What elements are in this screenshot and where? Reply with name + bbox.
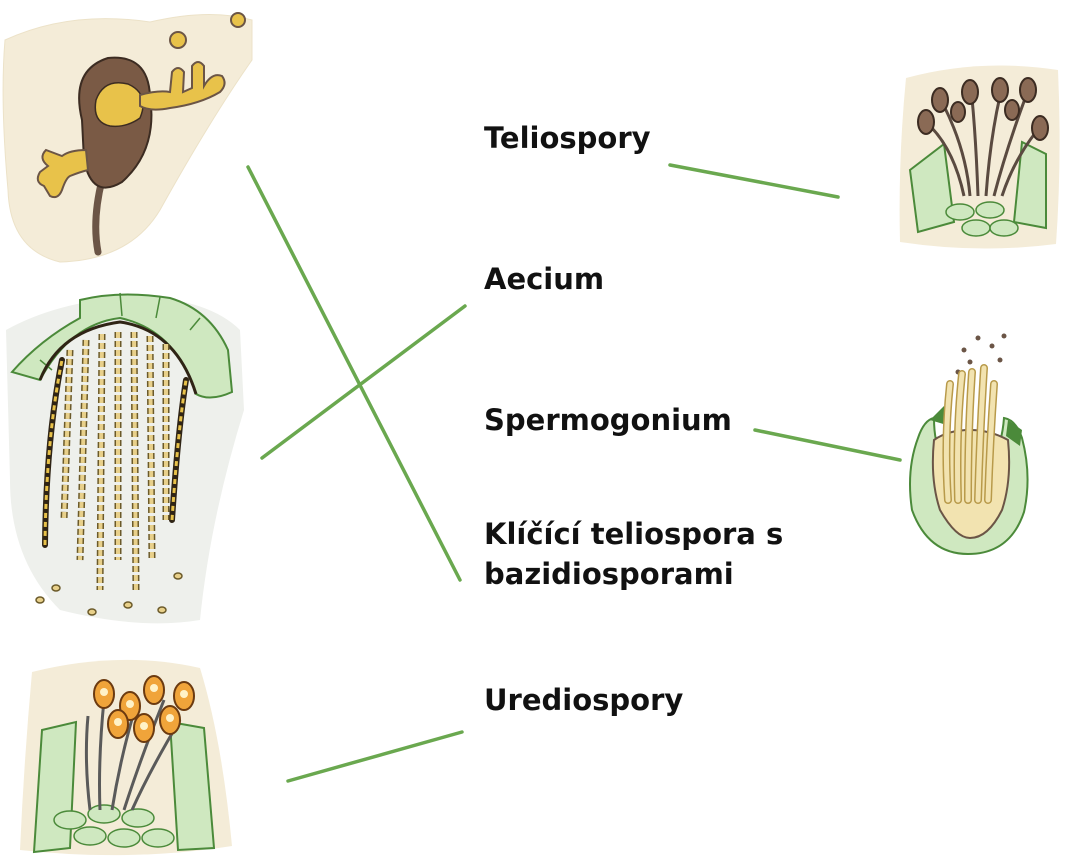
label-spermogonium: Spermogonium bbox=[484, 400, 732, 440]
label-klicici-teliospora: Klíčící teliospora s bazidiosporami bbox=[484, 514, 783, 594]
label-klicici-line2: bazidiosporami bbox=[484, 554, 783, 594]
telium-illustration bbox=[900, 66, 1060, 249]
connector-spermogonium-to-spermogonium bbox=[755, 430, 900, 460]
connector-uredium-to-urediospory bbox=[288, 732, 462, 781]
label-teliospory: Teliospory bbox=[484, 118, 651, 158]
label-klicici-line1: Klíčící teliospora s bbox=[484, 514, 783, 554]
spermogonium-illustration bbox=[910, 334, 1028, 555]
label-aecium: Aecium bbox=[484, 259, 604, 299]
uredium-illustration bbox=[20, 660, 232, 855]
label-urediospory: Urediospory bbox=[484, 680, 683, 720]
connector-teliospory-to-telium bbox=[670, 165, 838, 197]
connector-basidium-to-klicici-teliospora bbox=[248, 167, 460, 580]
aecium-illustration bbox=[6, 293, 244, 623]
basidium-illustration bbox=[3, 13, 252, 262]
connector-aecium-to-aecium-label bbox=[262, 306, 465, 458]
